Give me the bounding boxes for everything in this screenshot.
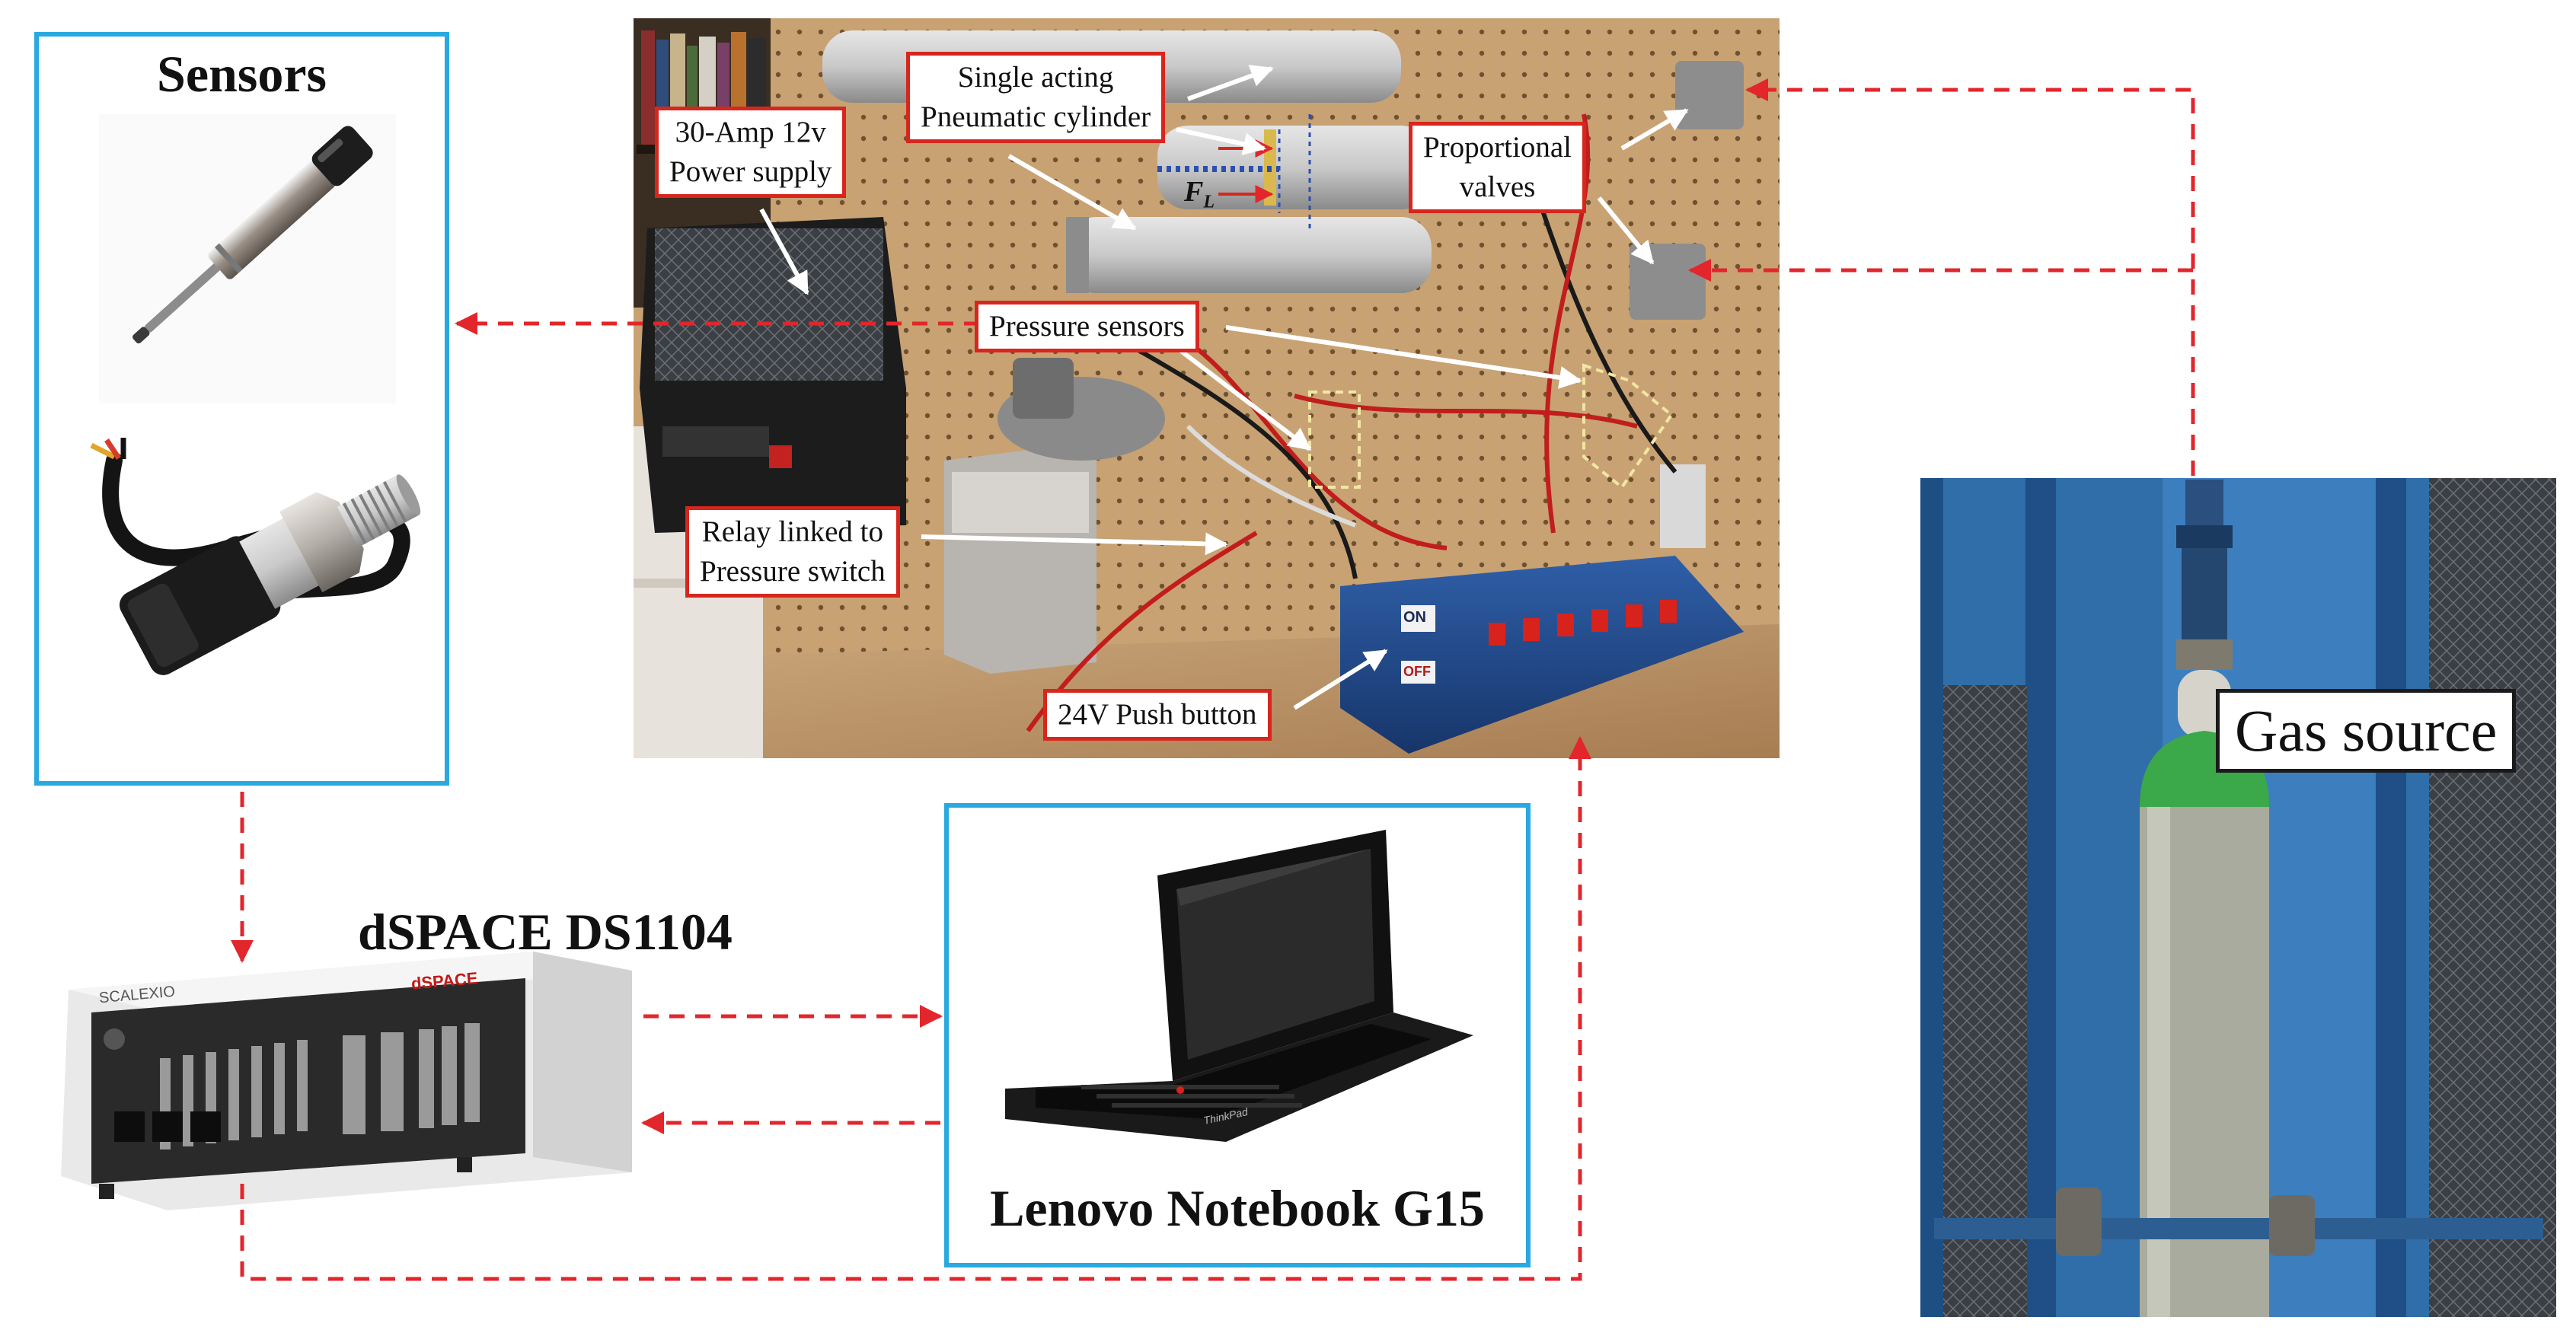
- gas-source-label: Gas source: [2216, 689, 2517, 773]
- callout-single-acting-cylinder: Single acting Pneumatic cylinder: [906, 52, 1166, 143]
- force-label: FL: [1184, 175, 1215, 213]
- force-symbol: F: [1184, 176, 1204, 208]
- callout-power-line1: 30-Amp 12v: [675, 116, 826, 148]
- callout-power-line2: Power supply: [669, 155, 832, 188]
- dspace-rack-brand: dSPACE: [410, 968, 479, 993]
- laptop-title: Lenovo Notebook G15: [990, 1179, 1485, 1237]
- dspace-title: dSPACE DS1104: [358, 903, 733, 961]
- callout-push-button-text: 24V Push button: [1058, 698, 1257, 731]
- callout-proportional-line1: Proportional: [1423, 131, 1572, 164]
- gas-source-photo: [1920, 478, 2556, 1317]
- laptop-panel: [944, 803, 1531, 1267]
- switch-off-label: OFF: [1403, 664, 1431, 679]
- callout-single-acting-line2: Pneumatic cylinder: [921, 100, 1151, 133]
- dspace-rack-scalexio: SCALEXIO: [98, 983, 176, 1007]
- callout-single-acting-line1: Single acting: [957, 61, 1114, 94]
- callout-relay-line2: Pressure switch: [700, 555, 886, 588]
- callout-power-supply: 30-Amp 12v Power supply: [655, 107, 847, 198]
- sensors-panel: [34, 32, 449, 786]
- callout-relay: Relay linked to Pressure switch: [685, 506, 900, 598]
- callout-pressure-sensors: Pressure sensors: [975, 301, 1199, 352]
- callout-proportional-valves: Proportional valves: [1409, 122, 1586, 213]
- callout-proportional-line2: valves: [1459, 171, 1536, 203]
- sensors-title: Sensors: [157, 45, 327, 103]
- callout-pressure-sensors-text: Pressure sensors: [989, 310, 1185, 343]
- force-subscript: L: [1203, 192, 1215, 212]
- callout-relay-line1: Relay linked to: [701, 515, 883, 548]
- callout-push-button: 24V Push button: [1043, 689, 1272, 741]
- switch-on-label: ON: [1403, 609, 1426, 626]
